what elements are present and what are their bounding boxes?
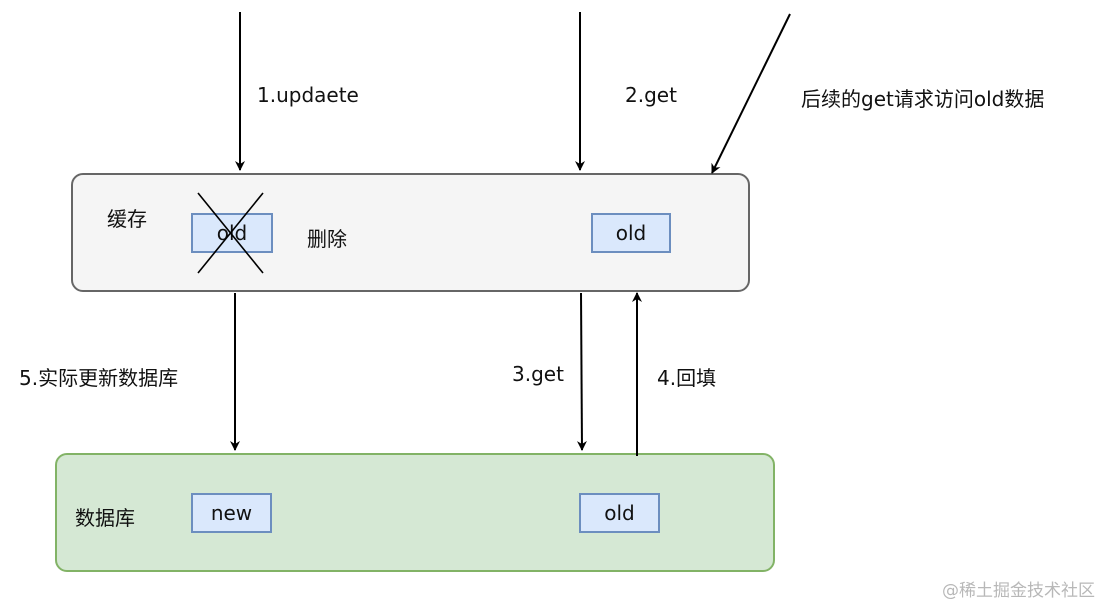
step5-update-db-label: 5.实际更新数据库 — [19, 366, 179, 390]
database-title: 数据库 — [75, 506, 135, 530]
delete-cross-mark-b — [197, 192, 264, 274]
step1-update-label: 1.updaete — [257, 83, 359, 107]
cache-stale-old-value: old — [591, 213, 671, 253]
subsequent-get-label: 后续的get请求访问old数据 — [801, 87, 1045, 111]
database-old-value: old — [579, 493, 660, 533]
cache-title: 缓存 — [107, 207, 147, 231]
watermark: @稀土掘金技术社区 — [942, 581, 1095, 601]
arrow-subsequent-get — [711, 13, 791, 174]
database-new-value: new — [191, 493, 272, 533]
cache-deleted-old-value: old — [191, 213, 273, 253]
delete-label: 删除 — [307, 227, 347, 251]
step2-get-label: 2.get — [625, 83, 677, 107]
arrow-step3-get — [576, 292, 587, 451]
step4-backfill-label: 4.回填 — [657, 366, 717, 390]
step3-get-label: 3.get — [512, 362, 564, 386]
